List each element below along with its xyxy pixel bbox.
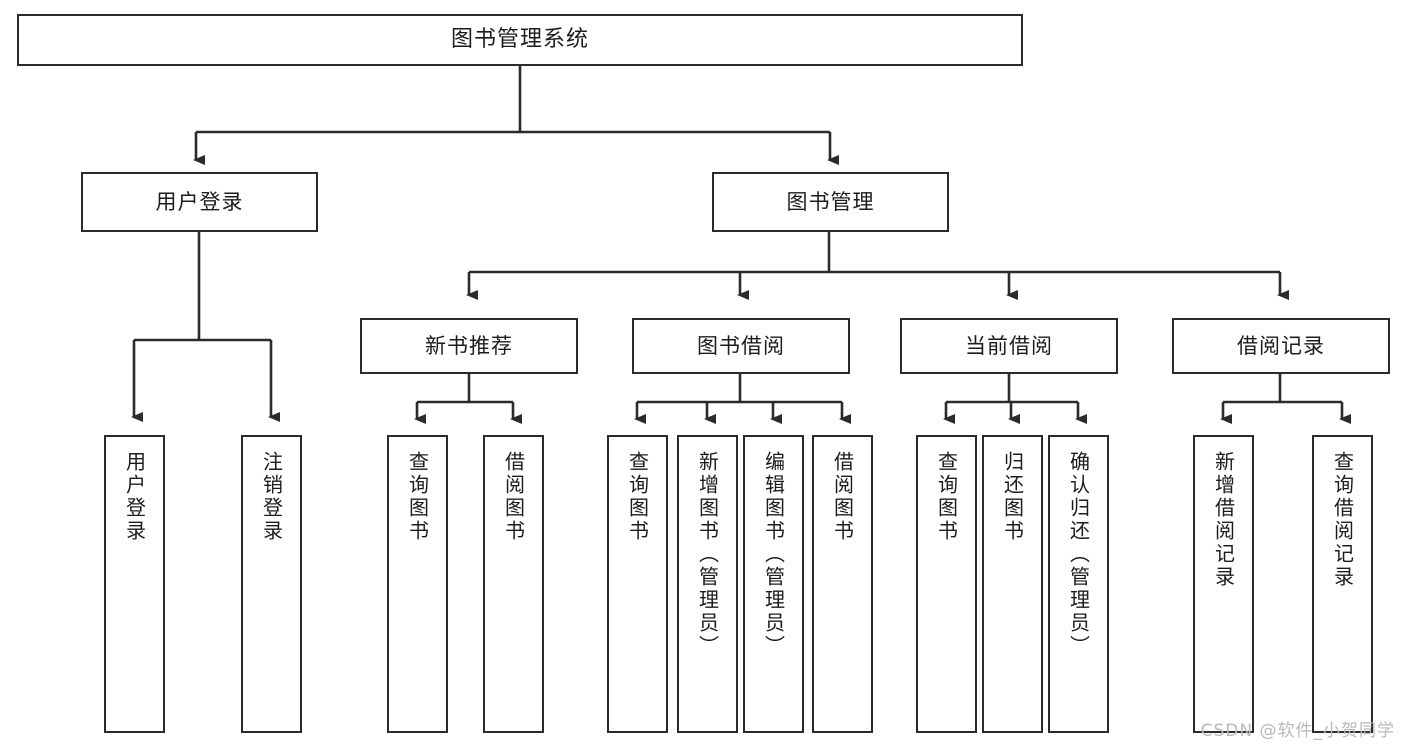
node-label: 归还图书 bbox=[1000, 451, 1025, 543]
node-label: 编辑图书（管理员） bbox=[761, 451, 786, 658]
node-label: 查询图书 bbox=[405, 451, 430, 543]
leaf-return-book[interactable]: 归还图书 bbox=[982, 435, 1043, 733]
node-label: 新增借阅记录 bbox=[1211, 451, 1236, 589]
leaf-add-book-admin[interactable]: 新增图书（管理员） bbox=[677, 435, 738, 733]
leaf-borrow-book-recommendation[interactable]: 借阅图书 bbox=[483, 435, 544, 733]
leaf-confirm-return-admin[interactable]: 确认归还（管理员） bbox=[1048, 435, 1109, 733]
node-book-management[interactable]: 图书管理 bbox=[712, 172, 949, 232]
node-label: 新增图书（管理员） bbox=[695, 451, 720, 658]
leaf-add-borrow-record[interactable]: 新增借阅记录 bbox=[1193, 435, 1254, 733]
node-label: 图书管理 bbox=[786, 189, 875, 214]
node-borrow-record[interactable]: 借阅记录 bbox=[1172, 318, 1390, 374]
node-current-borrow[interactable]: 当前借阅 bbox=[900, 318, 1118, 374]
leaf-edit-book-admin[interactable]: 编辑图书（管理员） bbox=[743, 435, 804, 733]
node-root-book-management-system[interactable]: 图书管理系统 bbox=[17, 14, 1023, 66]
node-label: 新书推荐 bbox=[425, 333, 513, 358]
node-label: 图书管理系统 bbox=[450, 27, 589, 53]
watermark-text: CSDN @软件_小贺同学 bbox=[1200, 721, 1395, 741]
node-label: 借阅图书 bbox=[501, 451, 526, 543]
node-label: 借阅图书 bbox=[830, 451, 855, 543]
node-user-login[interactable]: 用户登录 bbox=[81, 172, 318, 232]
node-label: 用户登录 bbox=[122, 451, 147, 543]
node-book-borrow[interactable]: 图书借阅 bbox=[632, 318, 850, 374]
node-new-book-recommendation[interactable]: 新书推荐 bbox=[360, 318, 578, 374]
node-label: 用户登录 bbox=[155, 189, 244, 214]
node-label: 查询图书 bbox=[625, 451, 650, 543]
node-label: 注销登录 bbox=[259, 451, 284, 543]
node-label: 当前借阅 bbox=[965, 333, 1053, 358]
node-label: 借阅记录 bbox=[1237, 333, 1325, 358]
leaf-user-login[interactable]: 用户登录 bbox=[104, 435, 165, 733]
node-label: 查询借阅记录 bbox=[1330, 451, 1355, 589]
leaf-logout-login[interactable]: 注销登录 bbox=[241, 435, 302, 733]
leaf-borrow-book[interactable]: 借阅图书 bbox=[812, 435, 873, 733]
leaf-query-book-recommendation[interactable]: 查询图书 bbox=[387, 435, 448, 733]
leaf-query-borrow-record[interactable]: 查询借阅记录 bbox=[1312, 435, 1373, 733]
node-label: 确认归还（管理员） bbox=[1066, 451, 1091, 658]
leaf-query-book-current[interactable]: 查询图书 bbox=[916, 435, 977, 733]
node-label: 图书借阅 bbox=[697, 333, 785, 358]
node-label: 查询图书 bbox=[934, 451, 959, 543]
leaf-query-book-borrow[interactable]: 查询图书 bbox=[607, 435, 668, 733]
